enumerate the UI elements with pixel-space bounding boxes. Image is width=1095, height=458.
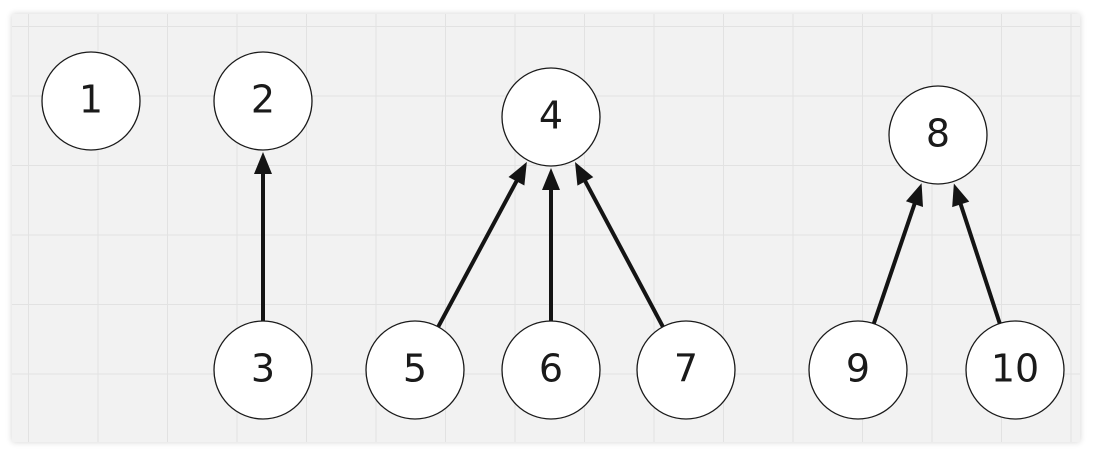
arrowhead-icon [542,168,560,190]
node-circle [501,320,601,420]
arrow-line [958,201,1002,325]
arrow-line [871,201,918,325]
node-5: 5 [365,320,465,420]
node-label: 5 [403,347,427,391]
node-circle [636,320,736,420]
node-3: 3 [213,320,313,420]
arrow-line [582,178,665,328]
node-2: 2 [213,51,313,151]
nodes-layer: 1 2 3 4 5 6 7 8 9 10 [41,51,1065,420]
node-label: 10 [991,347,1039,391]
node-circle [808,320,908,420]
edges-layer [254,152,1002,328]
node-circle [213,320,313,420]
node-circle [965,320,1065,420]
node-label: 9 [846,347,870,391]
node-circle [41,51,141,151]
node-label: 4 [539,94,563,138]
arrowhead-icon [952,183,970,208]
node-circle [213,51,313,151]
node-circle [888,85,988,185]
node-label: 8 [926,112,950,156]
arrowhead-icon [575,161,594,186]
arrowhead-icon [254,152,272,174]
node-8: 8 [888,85,988,185]
edge-9-to-8 [871,183,923,325]
node-6: 6 [501,320,601,420]
node-9: 9 [808,320,908,420]
edge-5-to-4 [436,161,527,328]
node-label: 3 [251,347,275,391]
edge-6-to-4 [542,168,560,321]
node-label: 7 [674,347,698,391]
node-10: 10 [965,320,1065,420]
arrowhead-icon [905,183,923,208]
edge-7-to-4 [575,161,665,328]
arrowhead-icon [508,161,527,186]
node-circle [501,67,601,167]
edge-3-to-2 [254,152,272,321]
arrow-line [436,178,520,328]
edge-10-to-8 [952,183,1002,325]
node-7: 7 [636,320,736,420]
node-circle [365,320,465,420]
node-1: 1 [41,51,141,151]
node-label: 6 [539,347,563,391]
node-label: 2 [251,78,275,122]
node-label: 1 [79,78,103,122]
node-4: 4 [501,67,601,167]
